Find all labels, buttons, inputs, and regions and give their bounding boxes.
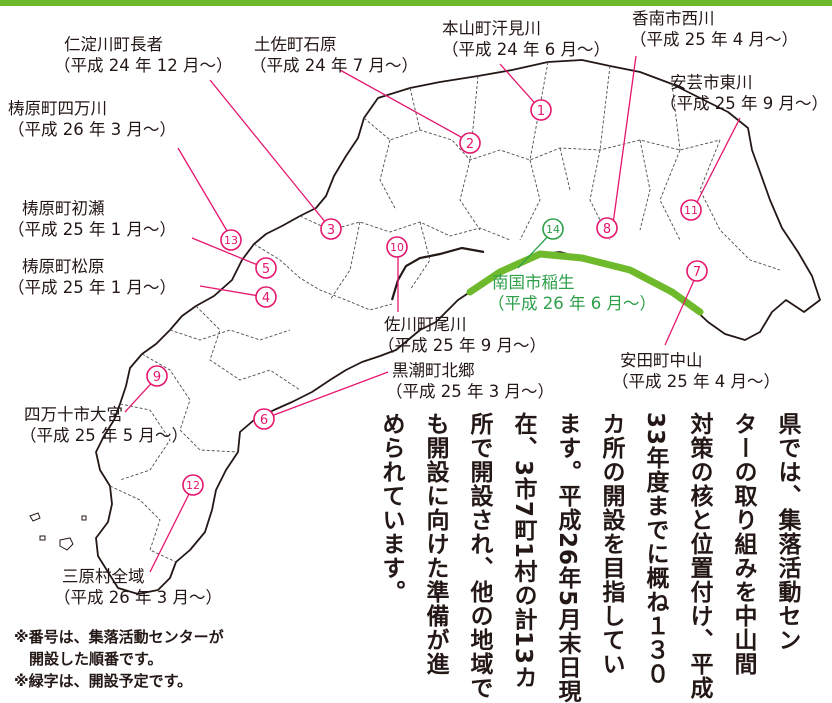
footnote-green-text: ※緑字は、開設予定です。 (14, 672, 193, 690)
body-text-col-1: 県では、集落活動セン (774, 412, 800, 652)
label-tosa-ishihara: 土佐町石原 （平成 24 年 7 月〜） (250, 34, 418, 76)
marker-8: 8 (596, 217, 618, 239)
marker-8-num: 8 (603, 222, 611, 237)
municipal-boundaries (109, 61, 781, 563)
label-kuroshio-kitagou: 黒潮町北郷 （平成 25 年 3 月〜） (386, 360, 554, 402)
marker-12: 12 (182, 474, 204, 496)
label-period: （平成 25 年 4 月〜） (630, 30, 798, 49)
label-name: 香南市西川 (632, 9, 715, 28)
label-name: 三原村全域 (62, 567, 145, 586)
label-yusuhara-shimanto: 梼原町四万川 （平成 26 年 3 月〜） (8, 98, 176, 140)
label-aki-higashikawa: 安芸市東川 （平成 25 年 9 月〜） (660, 72, 828, 114)
label-period: （平成 25 年 9 月〜） (378, 336, 546, 355)
body-text-col-10: められています。 (378, 412, 404, 604)
top-accent-bar (0, 0, 832, 6)
body-text-col-6: ます。平成26年5月末日現 (554, 412, 580, 703)
label-name: 梼原町初瀬 (22, 199, 105, 218)
marker-3: 3 (320, 218, 342, 240)
marker-13: 13 (220, 229, 242, 251)
marker-2: 2 (459, 132, 481, 154)
label-nankoku-inou: 南国市稲生 （平成 26 年 6 月〜） (488, 272, 656, 314)
label-name: 土佐町石原 (254, 35, 337, 54)
marker-14: 14 (542, 218, 564, 240)
label-yusuhara-hatsuse: 梼原町初瀬 （平成 25 年 1 月〜） (8, 198, 176, 240)
marker-1: 1 (530, 99, 552, 121)
body-text-col-5: カ所の開設を目指してい (598, 412, 624, 676)
marker-6-num: 6 (260, 413, 268, 428)
label-period: （平成 24 年 12 月〜） (54, 56, 233, 75)
marker-14-num: 14 (546, 223, 560, 236)
islands (29, 512, 87, 551)
body-text-col-7: 在、3市7町1村の計13カ (510, 412, 536, 690)
label-name: 四万十市大宮 (24, 405, 123, 424)
body-text-col-9: も開設に向けた準備が進 (422, 412, 448, 676)
marker-10-num: 10 (390, 241, 404, 254)
label-period: （平成 26 年 3 月〜） (8, 120, 176, 139)
label-period: （平成 24 年 6 月〜） (442, 40, 610, 59)
label-niyodogawa-chouja: 仁淀川町長者 （平成 24 年 12 月〜） (54, 34, 232, 76)
footnote-numbering-cont: 開設した順番です。 (14, 650, 163, 668)
marker-4-num: 4 (262, 291, 270, 306)
marker-10: 10 (386, 236, 408, 258)
label-period: （平成 25 年 4 月〜） (612, 372, 780, 391)
label-name: 仁淀川町長者 (64, 35, 163, 54)
body-text-col-2: ターの取り組みを中山間 (730, 412, 756, 676)
label-period: （平成 26 年 3 月〜） (54, 588, 222, 607)
marker-11: 11 (680, 199, 702, 221)
marker-5: 5 (255, 257, 277, 279)
marker-9: 9 (146, 365, 168, 387)
label-period: （平成 25 年 1 月〜） (8, 278, 176, 297)
label-name: 本山町汗見川 (442, 19, 541, 38)
marker-13-num: 13 (224, 234, 238, 247)
label-name: 黒潮町北郷 (392, 361, 475, 380)
label-konan-nishikawa: 香南市西川 （平成 25 年 4 月〜） (630, 8, 798, 50)
label-mihara-zeniki: 三原村全域 （平成 26 年 3 月〜） (54, 566, 222, 608)
label-yusuhara-matsubara: 梼原町松原 （平成 25 年 1 月〜） (8, 256, 176, 298)
footnote-numbering: ※番号は、集落活動センターが (14, 628, 224, 646)
coast-highlight (466, 250, 704, 316)
label-period: （平成 24 年 7 月〜） (250, 56, 418, 75)
marker-6: 6 (253, 408, 275, 430)
label-period: （平成 25 年 5 月〜） (20, 426, 188, 445)
body-text-col-4: 33年度までに概ね１３０ (642, 412, 668, 687)
body-text-col-3: 対策の核と位置付け、平成 (686, 412, 712, 700)
label-period: （平成 25 年 9 月〜） (660, 94, 828, 113)
label-sakawa-okawa: 佐川町尾川 （平成 25 年 9 月〜） (378, 314, 546, 356)
label-name: 安田町中山 (620, 351, 703, 370)
label-motoyama-asemigawa: 本山町汗見川 （平成 24 年 6 月〜） (442, 18, 610, 60)
label-name: 南国市稲生 (492, 273, 575, 292)
label-name: 梼原町四万川 (8, 99, 107, 118)
marker-11-num: 11 (684, 204, 698, 217)
marker-3-num: 3 (327, 223, 335, 238)
label-period: （平成 26 年 6 月〜） (488, 294, 656, 313)
label-period: （平成 25 年 1 月〜） (8, 220, 176, 239)
label-name: 安芸市東川 (670, 73, 753, 92)
marker-7-num: 7 (693, 265, 701, 280)
marker-12-num: 12 (186, 479, 200, 492)
label-name: 佐川町尾川 (384, 315, 467, 334)
marker-2-num: 2 (466, 137, 474, 152)
label-yasuda-nakayama: 安田町中山 （平成 25 年 4 月〜） (612, 350, 780, 392)
marker-4: 4 (255, 286, 277, 308)
marker-1-num: 1 (537, 104, 545, 119)
marker-7: 7 (686, 260, 708, 282)
marker-9-num: 9 (153, 370, 161, 385)
label-shimanto-oomiya: 四万十市大宮 （平成 25 年 5 月〜） (20, 404, 188, 446)
body-text-col-8: 所で開設され、他の地域で (466, 412, 492, 700)
marker-5-num: 5 (262, 262, 270, 277)
label-name: 梼原町松原 (22, 257, 105, 276)
label-period: （平成 25 年 3 月〜） (386, 382, 554, 401)
